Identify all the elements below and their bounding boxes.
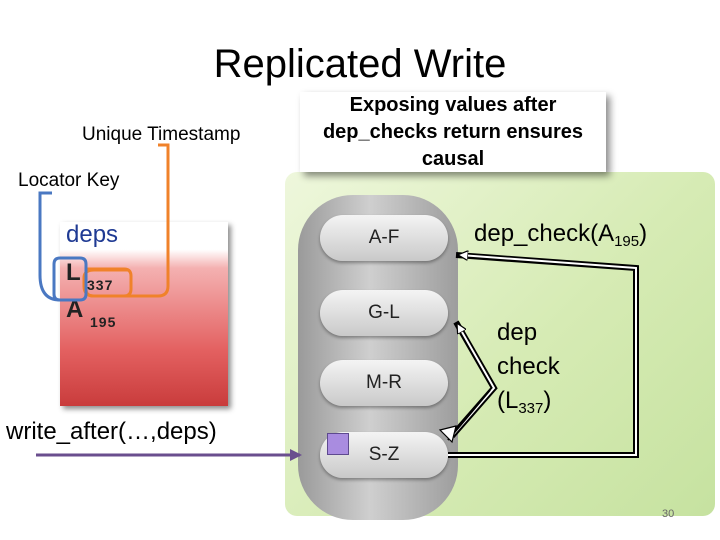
dep-check-l-prefix: (L <box>497 387 519 414</box>
dep1-key: L <box>66 259 81 286</box>
shard-m-r: M-R <box>320 360 448 406</box>
locator-key-label: Locator Key <box>18 170 120 191</box>
square-icon <box>327 433 349 455</box>
timestamp-bracket <box>82 143 170 298</box>
dep-check-a-prefix: dep_check(A <box>474 220 615 247</box>
page-number: 30 <box>662 508 675 520</box>
timestamp-box <box>84 267 133 298</box>
locator-box <box>52 256 88 302</box>
dep1-timestamp: 337 <box>87 277 114 293</box>
write-record <box>60 222 228 406</box>
dep-check-l-line2: check <box>497 353 560 380</box>
dep-check-l-label: dep check (L337) <box>497 316 560 426</box>
shard-a-f: A-F <box>320 215 448 261</box>
dep-check-l-arrow <box>449 320 498 438</box>
dep-check-a-suffix: ) <box>639 220 648 247</box>
dep-check-a-sub: 195 <box>614 233 640 250</box>
dep2-timestamp: 195 <box>90 314 117 330</box>
dep-check-a-label: dep_check(A195) <box>474 220 647 250</box>
dep-check-l-suffix: ) <box>543 387 552 414</box>
deps-label: deps <box>66 221 119 248</box>
dep-check-l-line1: dep <box>497 319 538 346</box>
dep-check-l-line3: (L337) <box>497 384 560 426</box>
callout-box: Exposing values after dep_checks return … <box>300 92 606 172</box>
dep2-key: A <box>66 296 84 323</box>
write-after-call: write_after(…,deps) <box>6 418 217 445</box>
unique-timestamp-label: Unique Timestamp <box>82 124 241 145</box>
slide-title: Replicated Write <box>213 42 507 86</box>
dep-check-l-sub: 337 <box>518 400 544 417</box>
shard-g-l: G-L <box>320 290 448 336</box>
